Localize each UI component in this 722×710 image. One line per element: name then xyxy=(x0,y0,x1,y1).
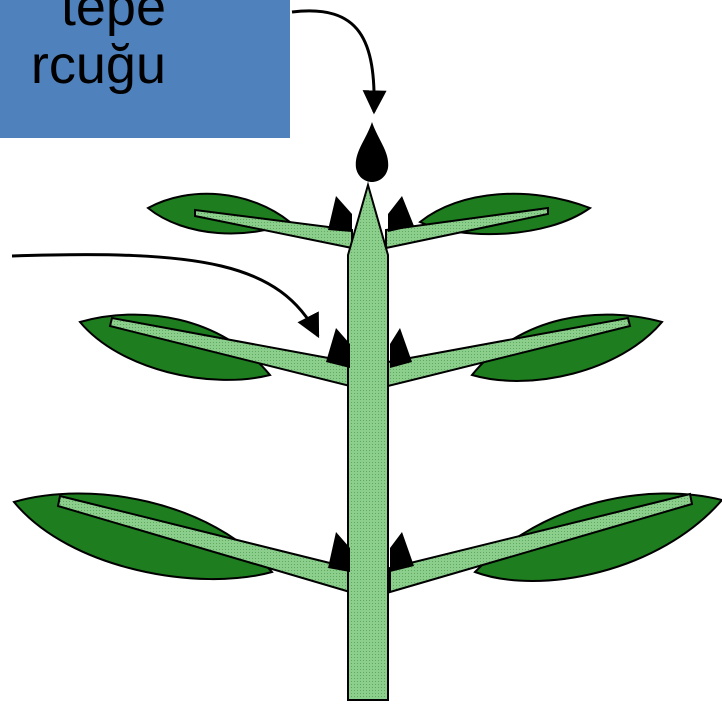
arrows xyxy=(12,11,374,336)
axillary-bud-icon xyxy=(328,532,350,572)
leaf-icon xyxy=(14,494,272,580)
main-stem xyxy=(348,185,388,700)
axillary-bud-icon xyxy=(390,328,412,368)
axillary-bud-icon xyxy=(388,196,414,232)
apical-bud-icon xyxy=(356,122,388,182)
arrow-icon xyxy=(292,11,374,112)
axillary-bud-icon xyxy=(390,532,414,572)
axillary-bud-icon xyxy=(328,196,352,232)
axillary-bud-icon xyxy=(326,328,350,368)
